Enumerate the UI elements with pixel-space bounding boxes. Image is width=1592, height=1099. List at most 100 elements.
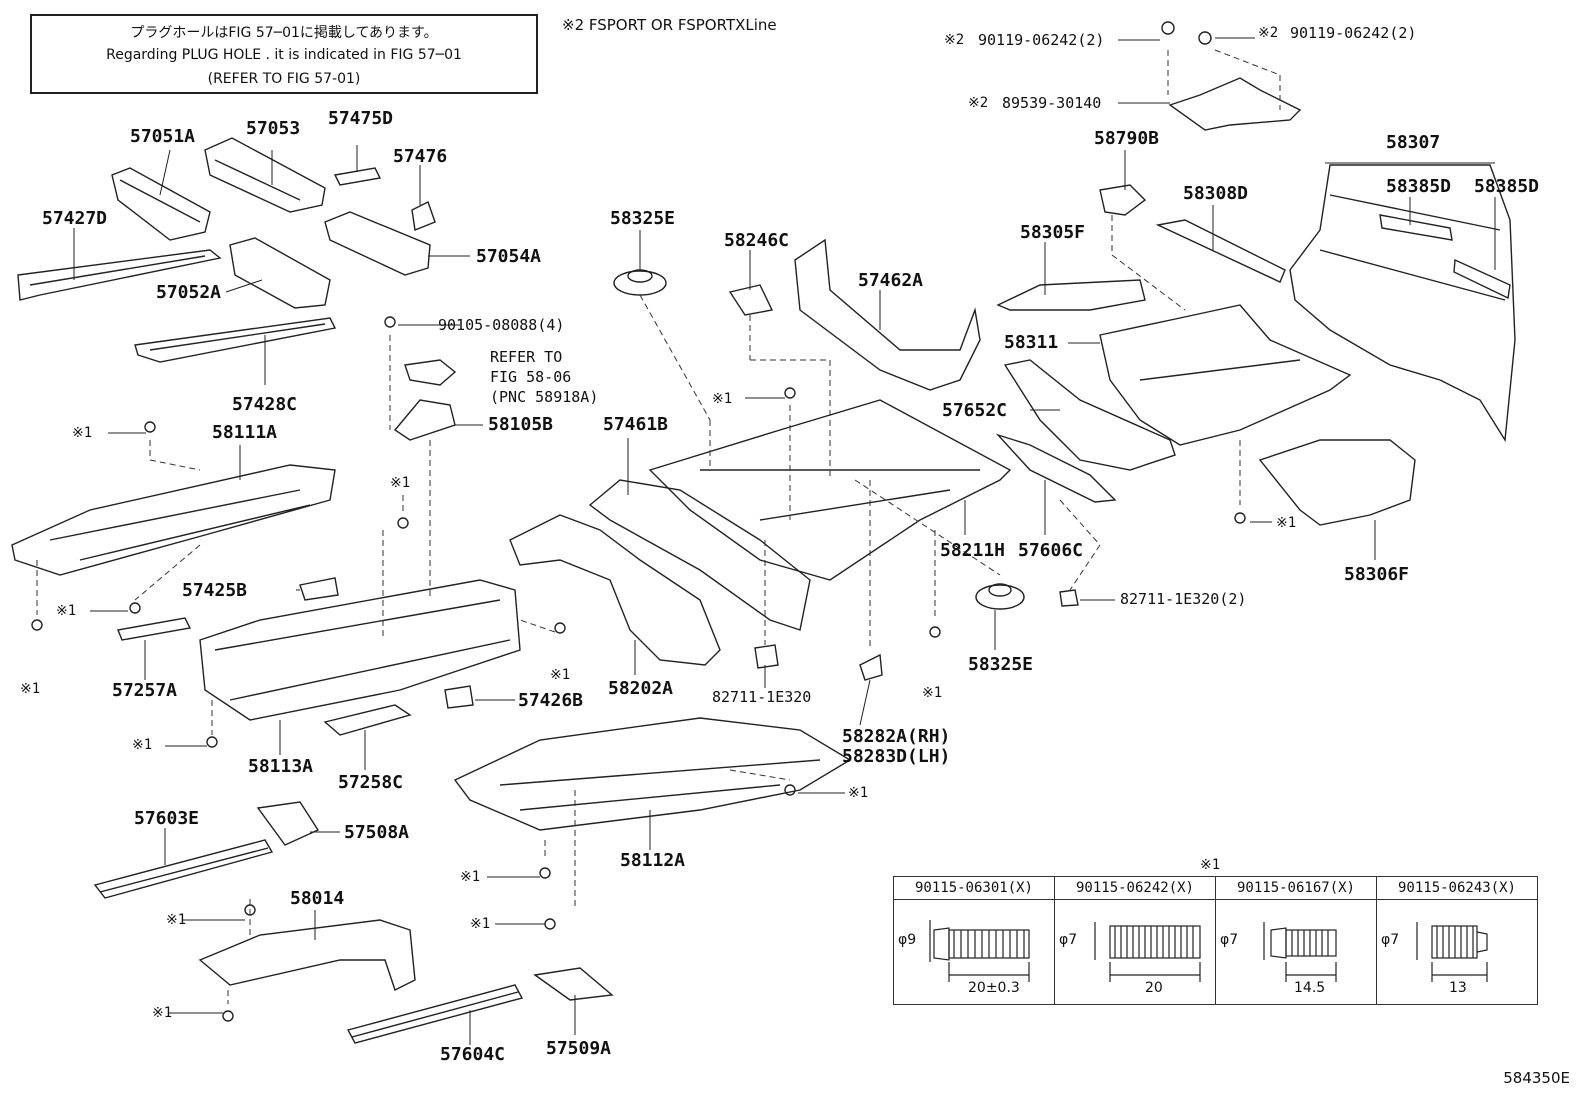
label-89539[interactable]: 89539-30140 bbox=[1002, 94, 1102, 112]
label-58305f[interactable]: 58305F bbox=[1020, 222, 1086, 243]
part-58202a bbox=[509, 514, 721, 666]
bolt-col-4[interactable]: 90115-06243(X) bbox=[1376, 876, 1538, 900]
part-58307 bbox=[1289, 164, 1516, 443]
label-58014[interactable]: 58014 bbox=[290, 888, 345, 909]
part-58385d-a bbox=[1379, 214, 1453, 241]
label-58113a[interactable]: 58113A bbox=[248, 756, 314, 777]
part-58014 bbox=[198, 919, 416, 991]
bolt-col-3[interactable]: 90115-06167(X) bbox=[1215, 876, 1377, 900]
label-57475d[interactable]: 57475D bbox=[328, 108, 394, 129]
mark1-e: ※1 bbox=[550, 667, 571, 683]
label-57476[interactable]: 57476 bbox=[393, 146, 448, 167]
part-57257a bbox=[117, 617, 192, 641]
screw-icons bbox=[31, 21, 1246, 1022]
label-58112a[interactable]: 58112A bbox=[620, 850, 686, 871]
bolt-table-mark: ※1 bbox=[1200, 857, 1221, 873]
bolt-col-2[interactable]: 90115-06242(X) bbox=[1054, 876, 1216, 900]
label-58325e-bottom[interactable]: 58325E bbox=[968, 654, 1034, 675]
mark2-right: ※2 bbox=[1258, 25, 1279, 41]
label-58307[interactable]: 58307 bbox=[1386, 132, 1441, 153]
mark1-g: ※1 bbox=[712, 391, 733, 407]
mark2-bracket: ※2 bbox=[968, 95, 989, 111]
part-57426b bbox=[444, 685, 474, 709]
label-57054a[interactable]: 57054A bbox=[476, 246, 542, 267]
label-90119-left[interactable]: 90119-06242(2) bbox=[978, 31, 1105, 49]
label-57425b[interactable]: 57425B bbox=[182, 580, 248, 601]
part-58311 bbox=[1099, 304, 1352, 446]
label-57461b[interactable]: 57461B bbox=[603, 414, 669, 435]
mark1-d: ※1 bbox=[390, 475, 411, 491]
label-58105b[interactable]: 58105B bbox=[488, 414, 554, 435]
bolt-length: 20±0.3 bbox=[968, 980, 1020, 996]
label-57604c[interactable]: 57604C bbox=[440, 1044, 506, 1065]
label-58282a[interactable]: 58282A(RH) bbox=[842, 726, 951, 747]
label-90105[interactable]: 90105-08088(4) bbox=[438, 316, 565, 334]
part-57461b bbox=[588, 479, 811, 631]
part-57053 bbox=[204, 137, 326, 213]
part-57604c bbox=[346, 984, 524, 1044]
label-57508a[interactable]: 57508A bbox=[344, 822, 410, 843]
part-58305f bbox=[996, 279, 1146, 311]
part-58325e-top bbox=[613, 270, 667, 296]
part-57652c bbox=[1003, 359, 1176, 471]
mark1-f: ※1 bbox=[132, 737, 153, 753]
bolt-drawing-icon bbox=[1263, 922, 1337, 982]
mark1-a: ※1 bbox=[72, 425, 93, 441]
part-57606c bbox=[995, 433, 1117, 503]
label-57603e[interactable]: 57603E bbox=[134, 808, 200, 829]
label-57652c[interactable]: 57652C bbox=[942, 400, 1008, 421]
mark1-i: ※1 bbox=[1276, 515, 1297, 531]
label-57428c[interactable]: 57428C bbox=[232, 394, 298, 415]
note-line-refer: (REFER TO FIG 57-01) bbox=[207, 71, 361, 87]
label-58306f[interactable]: 58306F bbox=[1344, 564, 1410, 585]
label-57258c[interactable]: 57258C bbox=[338, 772, 404, 793]
mark1-b: ※1 bbox=[56, 603, 77, 619]
part-57508a bbox=[256, 801, 320, 846]
bolt-diameter: φ7 bbox=[1059, 932, 1078, 948]
part-57054a bbox=[324, 211, 431, 276]
label-58283d[interactable]: 58283D(LH) bbox=[842, 746, 951, 767]
label-58385d-a[interactable]: 58385D bbox=[1386, 176, 1452, 197]
label-57051a[interactable]: 57051A bbox=[130, 126, 196, 147]
sport-note: ※2 FSPORT OR FSPORTXLine bbox=[562, 16, 777, 34]
bolt-col-1[interactable]: 90115-06301(X) bbox=[893, 876, 1055, 900]
part-57258c bbox=[323, 704, 412, 736]
label-82711[interactable]: 82711-1E320 bbox=[712, 688, 812, 706]
label-57257a[interactable]: 57257A bbox=[112, 680, 178, 701]
label-82711-2[interactable]: 82711-1E320(2) bbox=[1120, 590, 1247, 608]
label-57509a[interactable]: 57509A bbox=[546, 1038, 612, 1059]
label-58111a[interactable]: 58111A bbox=[212, 422, 278, 443]
bolt-drawing-icon bbox=[1416, 922, 1488, 982]
label-57606c[interactable]: 57606C bbox=[1018, 540, 1084, 561]
label-57462a[interactable]: 57462A bbox=[858, 270, 924, 291]
label-58790b[interactable]: 58790B bbox=[1094, 128, 1160, 149]
bolt-diameter: φ7 bbox=[1381, 932, 1400, 948]
part-57052a bbox=[229, 237, 331, 309]
label-58202a[interactable]: 58202A bbox=[608, 678, 674, 699]
part-82711-2 bbox=[1059, 589, 1079, 607]
mark1-l: ※1 bbox=[470, 916, 491, 932]
part-57051a bbox=[111, 167, 211, 241]
label-58211h[interactable]: 58211H bbox=[940, 540, 1006, 561]
label-57426b[interactable]: 57426B bbox=[518, 690, 584, 711]
label-58246c[interactable]: 58246C bbox=[724, 230, 790, 251]
label-57427d[interactable]: 57427D bbox=[42, 208, 108, 229]
part-57475d bbox=[333, 167, 382, 186]
label-58325e-top[interactable]: 58325E bbox=[610, 208, 676, 229]
part-58790b bbox=[1099, 184, 1147, 216]
label-57053[interactable]: 57053 bbox=[246, 118, 301, 139]
bolt-cell-1: φ9 20±0.3 bbox=[893, 899, 1055, 1005]
label-58308d[interactable]: 58308D bbox=[1183, 183, 1249, 204]
label-58385d-b[interactable]: 58385D bbox=[1474, 176, 1540, 197]
label-refer-pnc: (PNC 58918A) bbox=[490, 388, 599, 406]
label-58311[interactable]: 58311 bbox=[1004, 332, 1059, 353]
part-57462a bbox=[794, 238, 981, 391]
mark1-c: ※1 bbox=[20, 681, 41, 697]
part-57425b bbox=[299, 577, 339, 601]
bolt-diameter: φ9 bbox=[898, 932, 917, 948]
part-57603e bbox=[93, 839, 274, 899]
label-57052a[interactable]: 57052A bbox=[156, 282, 222, 303]
label-refer-fig[interactable]: FIG 58-06 bbox=[490, 368, 572, 386]
label-90119-right[interactable]: 90119-06242(2) bbox=[1290, 24, 1417, 42]
